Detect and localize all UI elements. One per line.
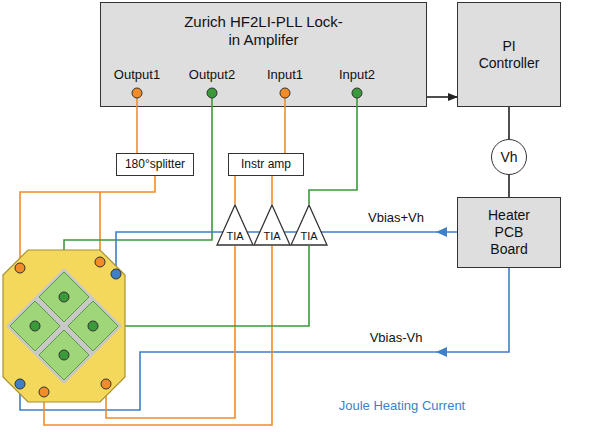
contact-dot bbox=[30, 321, 40, 331]
tia-triangle: TIA bbox=[253, 204, 291, 246]
tia-triangle: TIA bbox=[290, 204, 328, 246]
contact-dot bbox=[59, 292, 69, 302]
triangle-shape bbox=[217, 205, 253, 245]
connector bbox=[271, 176, 273, 204]
voltage-source: Vh bbox=[491, 139, 527, 175]
arrow-head bbox=[436, 227, 447, 237]
node-text: Vh bbox=[500, 149, 517, 166]
contact-dot bbox=[15, 379, 25, 389]
triangle-shape bbox=[254, 205, 290, 245]
connector bbox=[136, 107, 138, 153]
node-text: PI Controller bbox=[471, 38, 547, 72]
node-text: Instr amp bbox=[241, 157, 291, 171]
port-label: Output1 bbox=[114, 67, 160, 83]
port-label: Input2 bbox=[339, 67, 375, 83]
contact-dot bbox=[95, 257, 105, 267]
connector bbox=[508, 175, 510, 197]
node-text: TIA bbox=[300, 230, 317, 243]
current-label: Joule Heating Current bbox=[339, 398, 465, 414]
heater-board: Heater PCB Board bbox=[457, 197, 561, 268]
chip-outline bbox=[3, 250, 125, 402]
port-dot bbox=[280, 88, 290, 98]
contact-dot bbox=[39, 387, 49, 397]
connector bbox=[427, 96, 457, 98]
port-dot bbox=[207, 88, 217, 98]
signal-label: Vbias+Vh bbox=[368, 210, 424, 226]
triangle-shape bbox=[291, 205, 327, 245]
port-stub bbox=[356, 98, 358, 107]
port-dot bbox=[352, 88, 362, 98]
electrode-pad bbox=[39, 330, 89, 380]
splitter-box: 180°splitter bbox=[116, 153, 194, 176]
connector bbox=[508, 107, 510, 139]
tia-triangle: TIA bbox=[216, 204, 254, 246]
amplifier-box: Instr amp bbox=[228, 153, 304, 176]
connector bbox=[234, 176, 236, 204]
port-stub bbox=[136, 98, 138, 107]
port-stub bbox=[284, 98, 286, 107]
node-text: TIA bbox=[263, 230, 280, 243]
contact-dot bbox=[101, 379, 111, 389]
connector bbox=[284, 107, 286, 153]
arrow-head bbox=[436, 347, 447, 357]
controller-box: PI Controller bbox=[457, 2, 561, 107]
chip-gap bbox=[6, 268, 122, 384]
node-text: TIA bbox=[226, 230, 243, 243]
port-label: Output2 bbox=[189, 67, 235, 83]
node-text: Zurich HF2LI-PLL Lock-in Amplifer bbox=[181, 13, 346, 49]
port-dot bbox=[132, 88, 142, 98]
contact-dot bbox=[88, 321, 98, 331]
connector bbox=[309, 107, 357, 204]
contact-dot bbox=[59, 350, 69, 360]
instrument-box: Zurich HF2LI-PLL Lock-in Amplifer bbox=[100, 2, 427, 107]
signal-label: Vbias-Vh bbox=[370, 330, 423, 346]
port-label: Input1 bbox=[267, 67, 303, 83]
node-text: 180°splitter bbox=[125, 157, 185, 171]
node-text: Heater PCB Board bbox=[481, 207, 537, 257]
contact-dot bbox=[111, 269, 121, 279]
contact-dot bbox=[15, 263, 25, 273]
port-stub bbox=[211, 98, 213, 107]
